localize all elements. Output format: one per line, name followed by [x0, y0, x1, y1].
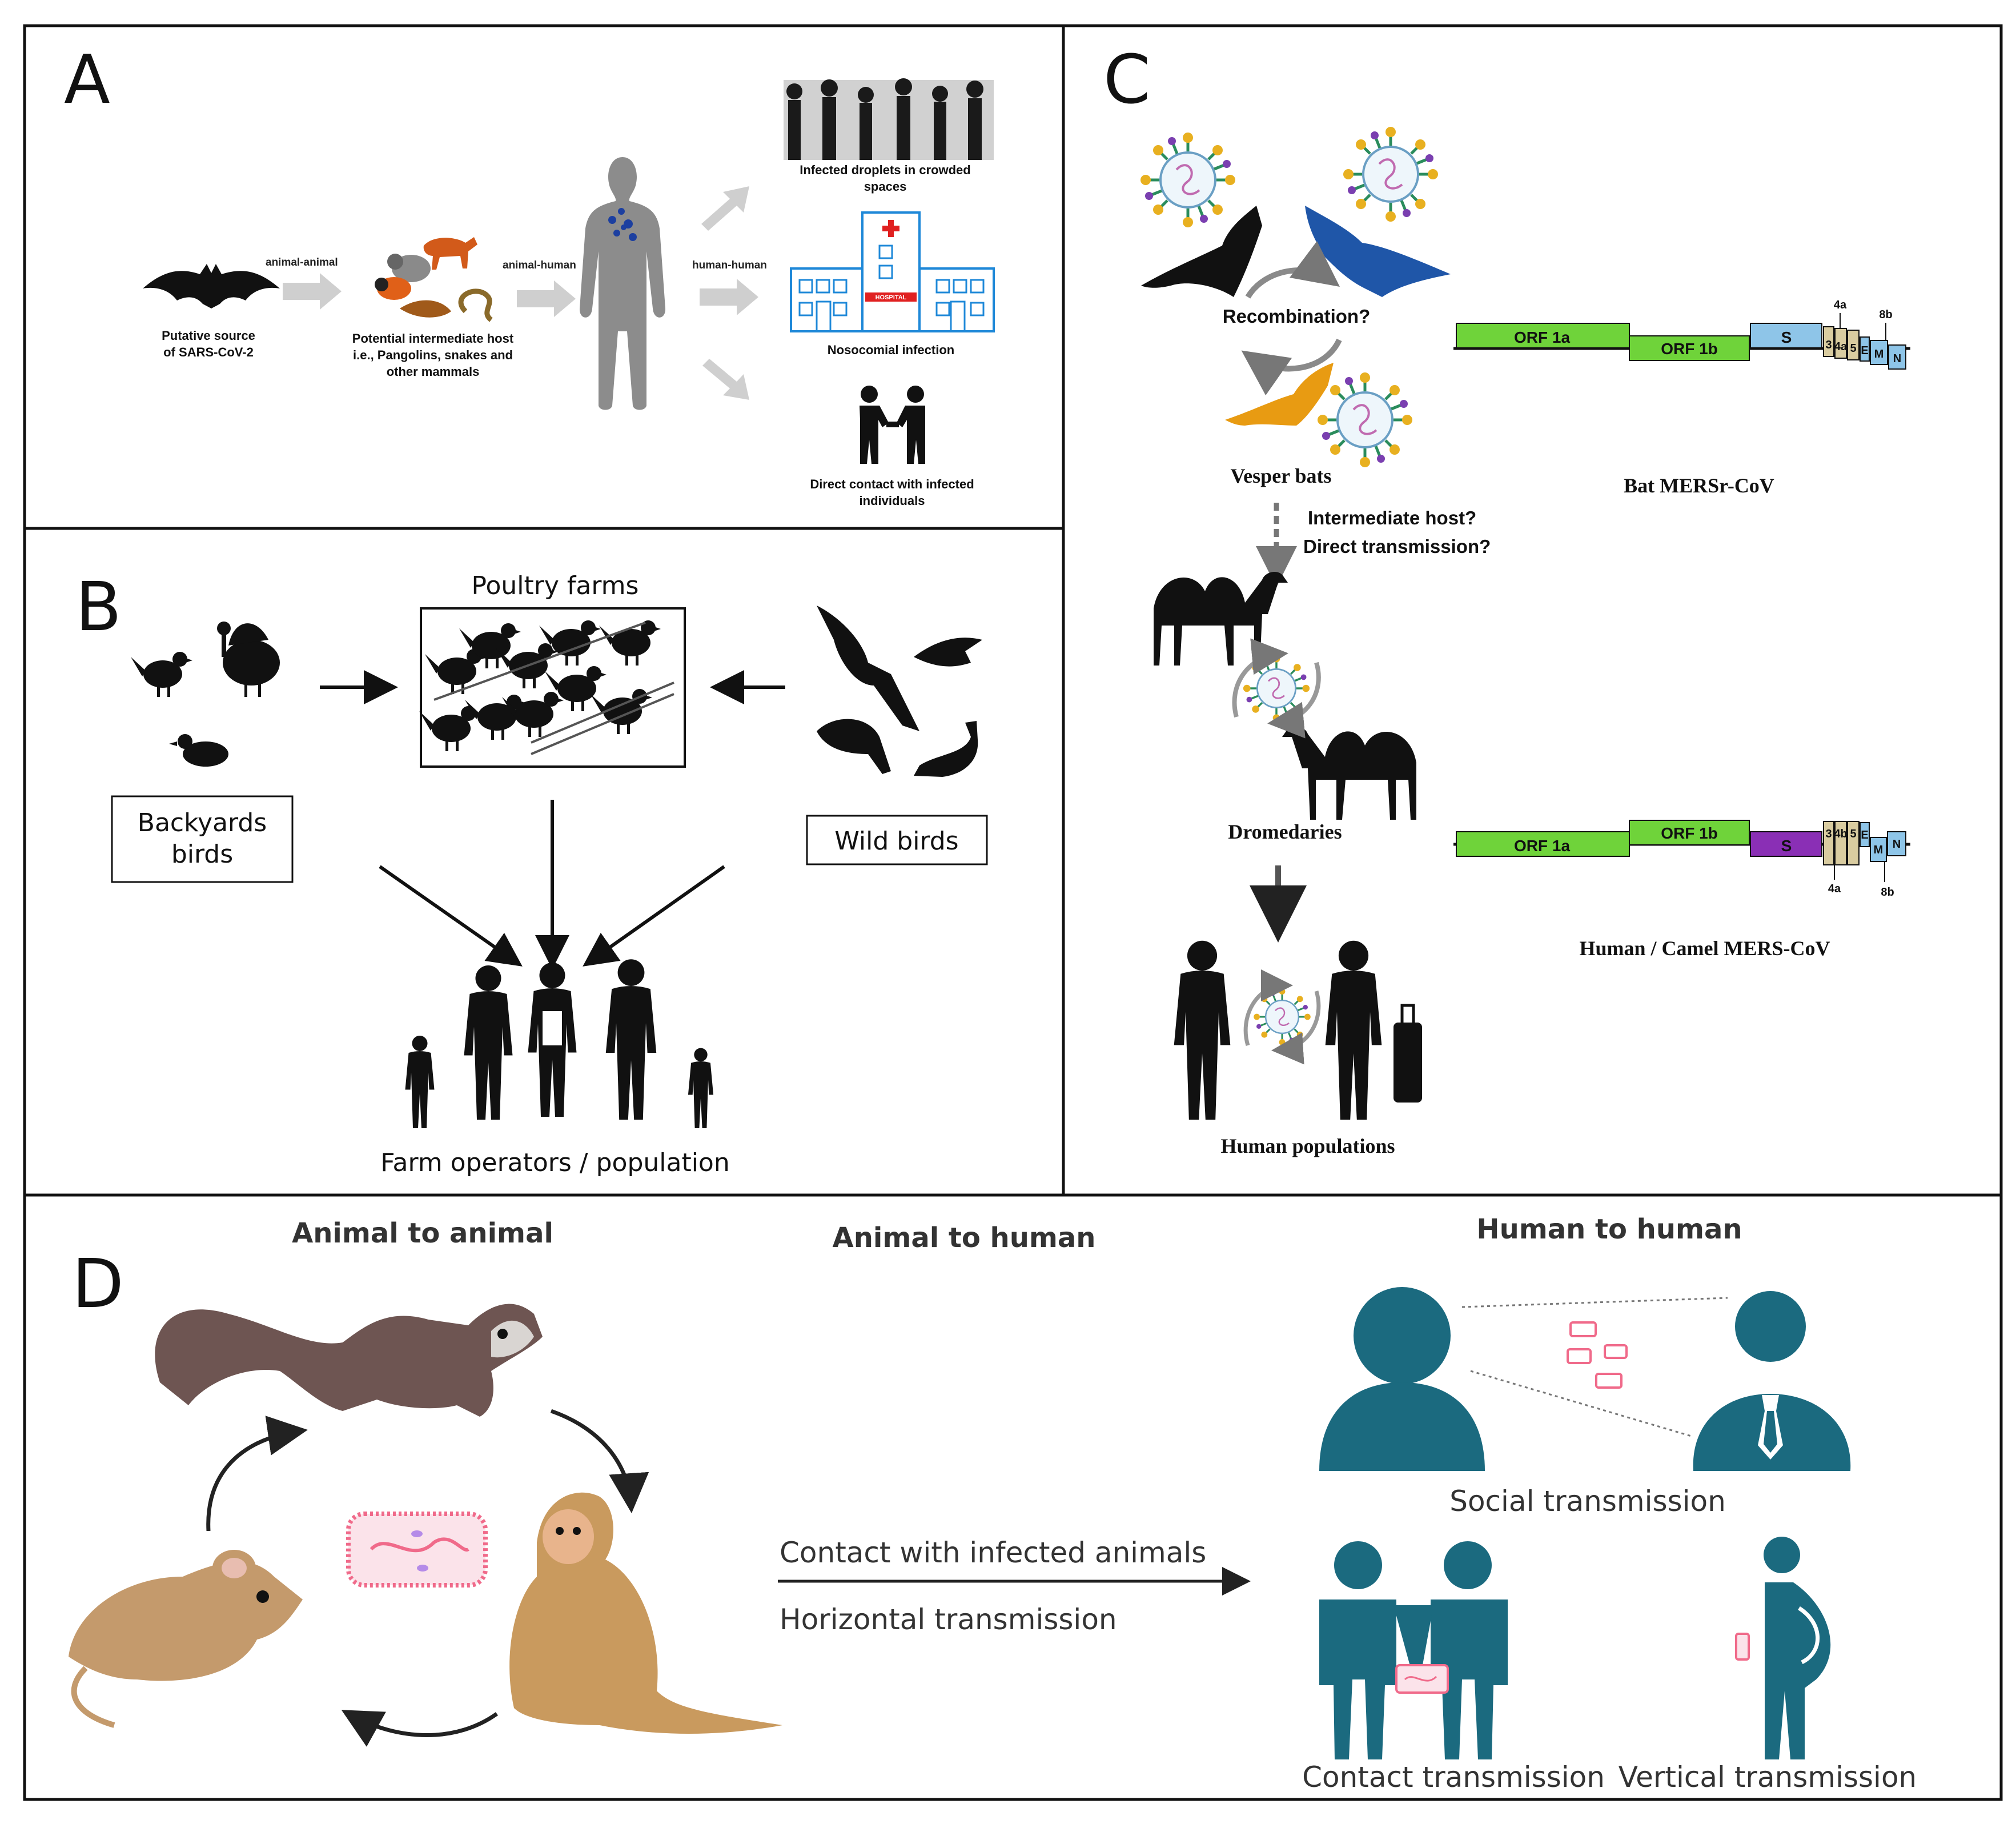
handshake-icon [860, 386, 925, 464]
contact-transmission-figures [1319, 1541, 1508, 1759]
squirrel-illustration [155, 1304, 543, 1417]
edge-label-animal-human: animal-human [503, 259, 576, 271]
genome-bottom-below-0: 4a [1828, 883, 1841, 895]
human-cycle-arrows [1243, 969, 1321, 1065]
heading-animal-to-human: Animal to human [833, 1222, 1096, 1254]
crowd-caption-line1: Infected droplets in crowded [800, 163, 970, 177]
heading-animal-to-animal: Animal to animal [292, 1217, 553, 1249]
panel-a-letter: A [64, 40, 110, 119]
label-vertical-transmission: Vertical transmission [1619, 1761, 1917, 1794]
bats-recombination [1141, 206, 1451, 426]
genome-bottom-s: S [1781, 837, 1792, 855]
contact-caption-line2: individuals [860, 494, 925, 508]
monkey-illustration [509, 1492, 782, 1734]
hospital-sign-text: HOSPITAL [876, 294, 907, 301]
genome-bottom-small-3: E [1861, 829, 1868, 841]
dromedaries-label: Dromedaries [1228, 820, 1342, 843]
heading-human-to-human: Human to human [1476, 1213, 1742, 1245]
genome-top-small-4: M [1874, 348, 1884, 360]
farm-population-label: Farm operators / population [380, 1148, 730, 1177]
panel-c-letter: C [1103, 40, 1150, 119]
panel-c: C Recombination? Vesper bats Intermediat… [1103, 40, 1910, 1157]
label-contact-transmission: Contact transmission [1302, 1761, 1605, 1794]
panel-b-letter: B [75, 567, 122, 646]
panel-d: D Animal to animal Animal to human Human… [69, 1213, 1917, 1794]
backyard-birds-box [111, 795, 294, 883]
label-contact-infected: Contact with infected animals [780, 1536, 1206, 1569]
contact-caption-line1: Direct contact with infected [810, 477, 974, 491]
crowd-caption-line2: spaces [864, 179, 907, 194]
farm-population-silhouettes [405, 959, 714, 1128]
genome-top-small-1: 4a [1834, 340, 1848, 353]
label-horizontal: Horizontal transmission [780, 1603, 1117, 1636]
genome-bottom-below-1: 8b [1881, 886, 1894, 899]
animal-cycle-arrows [206, 1409, 649, 1747]
social-transmission-figures [1319, 1287, 1851, 1471]
wild-birds-box [806, 815, 988, 865]
panel-d-letter: D [72, 1244, 124, 1323]
pathogen-card [346, 1512, 488, 1588]
genome-bat-mersr-cov: ORF 1a ORF 1b S 3 4a 5 E M N 4a 8b [1453, 299, 1910, 370]
genome-top-orf1b: ORF 1b [1661, 340, 1718, 358]
intermediate-host-animals [375, 237, 493, 322]
host-caption-line2: i.e., Pangolins, snakes and [353, 348, 513, 362]
genome-human-camel-mers-cov: ORF 1a ORF 1b S 3 4b 5 E M N 4a 8b [1453, 820, 1910, 899]
bat-caption-line2: of SARS-CoV-2 [163, 345, 254, 359]
genome-top-caption: Bat MERSr-CoV [1624, 474, 1774, 497]
wild-birds-label: Wild birds [834, 827, 958, 856]
vesper-bats-label: Vesper bats [1230, 464, 1331, 487]
host-caption-line1: Potential intermediate host [352, 331, 514, 346]
bat-silhouette [143, 264, 280, 308]
label-social-transmission: Social transmission [1449, 1485, 1726, 1518]
genome-top-above-0: 4a [1834, 299, 1847, 311]
wild-birds-silhouettes [817, 606, 982, 777]
backyard-birds-line2: birds [171, 840, 233, 869]
genome-top-orf1a: ORF 1a [1514, 328, 1570, 346]
intermediate-line1: Intermediate host? [1308, 507, 1476, 528]
camel-cycle-arrows [1232, 638, 1321, 739]
genome-top-small-3: E [1861, 344, 1868, 357]
poultry-farms-label: Poultry farms [472, 571, 639, 600]
human-populations-label: Human populations [1220, 1135, 1395, 1157]
mouse-illustration [69, 1550, 303, 1728]
vertical-transmission-figure [1735, 1537, 1831, 1759]
genome-bottom-small-5: N [1893, 838, 1901, 851]
genome-top-small-0: 3 [1825, 339, 1832, 351]
genome-bottom-small-4: M [1874, 844, 1884, 856]
genome-bottom-orf1a: ORF 1a [1514, 837, 1570, 855]
intermediate-line2: Direct transmission? [1303, 536, 1491, 557]
flow-arrows-grey [283, 186, 758, 400]
crowd-silhouettes [784, 78, 994, 160]
recombination-label: Recombination? [1223, 306, 1371, 327]
genome-bottom-small-1: 4b [1834, 828, 1847, 840]
human-travelers-silhouettes [1174, 940, 1422, 1120]
genome-bottom-caption: Human / Camel MERS-CoV [1580, 937, 1830, 960]
genome-top-s: S [1781, 328, 1792, 346]
edge-label-human-human: human-human [692, 259, 767, 271]
bat-caption-line1: Putative source [162, 328, 255, 343]
genome-bottom-small-2: 5 [1850, 828, 1856, 840]
genome-bottom-small-0: 3 [1825, 828, 1832, 840]
host-caption-line3: other mammals [387, 364, 480, 379]
genome-top-above-1: 8b [1879, 308, 1892, 321]
genome-top-small-5: N [1893, 352, 1901, 365]
poultry-farm-rails [433, 622, 674, 755]
panel-a: A Putative source of SARS-CoV-2 animal-a… [64, 40, 995, 508]
panel-borders [23, 24, 2003, 1801]
hospital-building: HOSPITAL [790, 211, 995, 332]
backyard-birds-silhouettes [131, 622, 280, 767]
human-body-figure [579, 157, 666, 410]
panel-b-arrows [320, 670, 785, 969]
edge-label-animal-animal: animal-animal [266, 256, 338, 268]
genome-bottom-orf1b: ORF 1b [1661, 824, 1718, 842]
backyard-birds-line1: Backyards [138, 808, 267, 837]
genome-top-small-2: 5 [1850, 342, 1856, 355]
hospital-caption: Nosocomial infection [828, 343, 954, 357]
panel-b: B Poultry farms [75, 567, 988, 1177]
